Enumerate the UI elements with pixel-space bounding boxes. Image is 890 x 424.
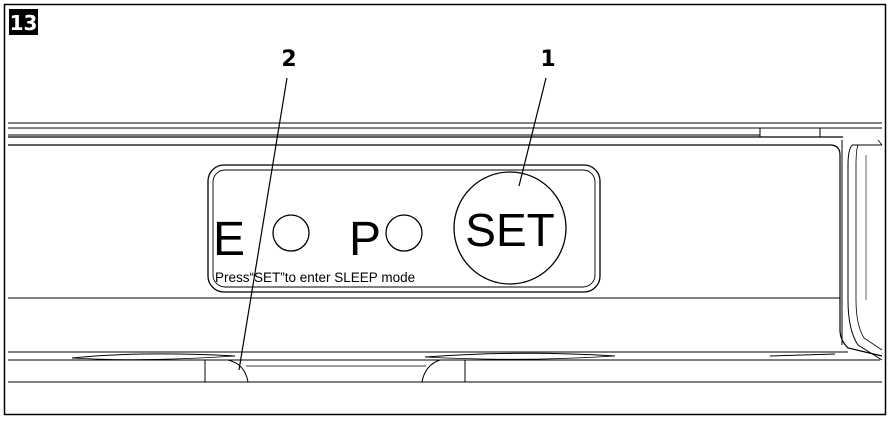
callout-2-leader [238, 77, 288, 371]
set-button[interactable] [453, 171, 567, 285]
power-indicator-light [385, 214, 423, 252]
callout-1-label: 1 [540, 47, 555, 72]
device-top-edge [8, 122, 882, 138]
device-body [8, 139, 883, 361]
callout-1-leader [518, 77, 547, 187]
device-bottom-slots [8, 352, 882, 383]
figure-border [3, 3, 887, 416]
error-label: E [213, 213, 245, 266]
power-label: P [349, 213, 381, 266]
figure-number-badge [9, 9, 38, 35]
set-button-label: SET [465, 204, 554, 256]
sleep-mode-instruction: Press“SET”to enter SLEEP mode [215, 270, 415, 285]
control-panel-inner-border [212, 169, 596, 288]
callout-2-label: 2 [281, 47, 296, 72]
error-indicator-light [272, 214, 310, 252]
figure-number: 13 [10, 11, 38, 35]
